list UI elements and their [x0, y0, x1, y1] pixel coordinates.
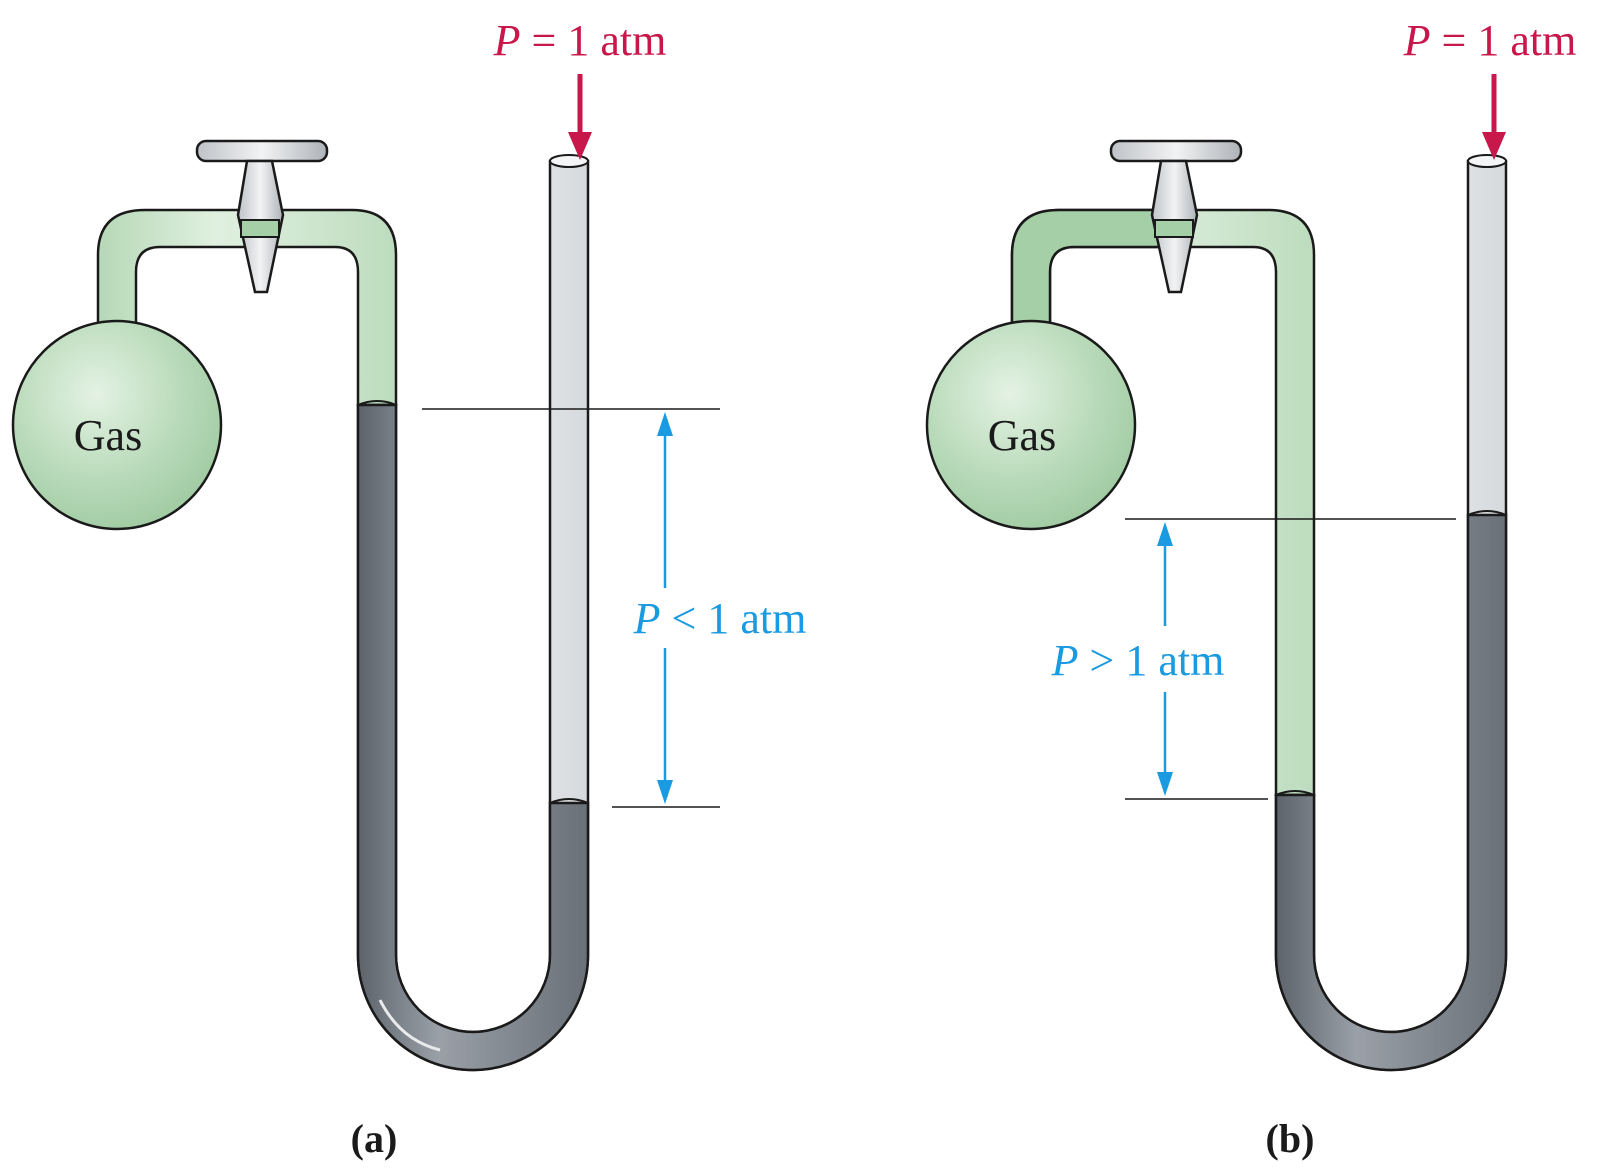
atm-label-b: P = 1 atm [1403, 16, 1577, 65]
caption-a: (a) [351, 1116, 398, 1161]
panel-a: P = 1 atm P < 1 atm Gas (a) [11, 16, 807, 1161]
panel-b: P = 1 atm P > 1 atm Gas (b) [925, 16, 1577, 1161]
pressure-label-a: P < 1 atm [633, 594, 807, 643]
bulb-label-a: Gas [74, 411, 142, 460]
atm-label-a: P = 1 atm [493, 16, 667, 65]
gas-bulb-a [11, 319, 223, 531]
gas-bulb-b [925, 319, 1137, 531]
bulb-label-b: Gas [988, 411, 1056, 460]
stopcock-handle-a [195, 139, 329, 163]
gas-tube-a [96, 208, 398, 407]
stopcock-handle-b [1109, 139, 1243, 163]
mercury-b [1274, 513, 1508, 1072]
pressure-label-b: P > 1 atm [1051, 636, 1225, 685]
caption-b: (b) [1266, 1116, 1315, 1161]
